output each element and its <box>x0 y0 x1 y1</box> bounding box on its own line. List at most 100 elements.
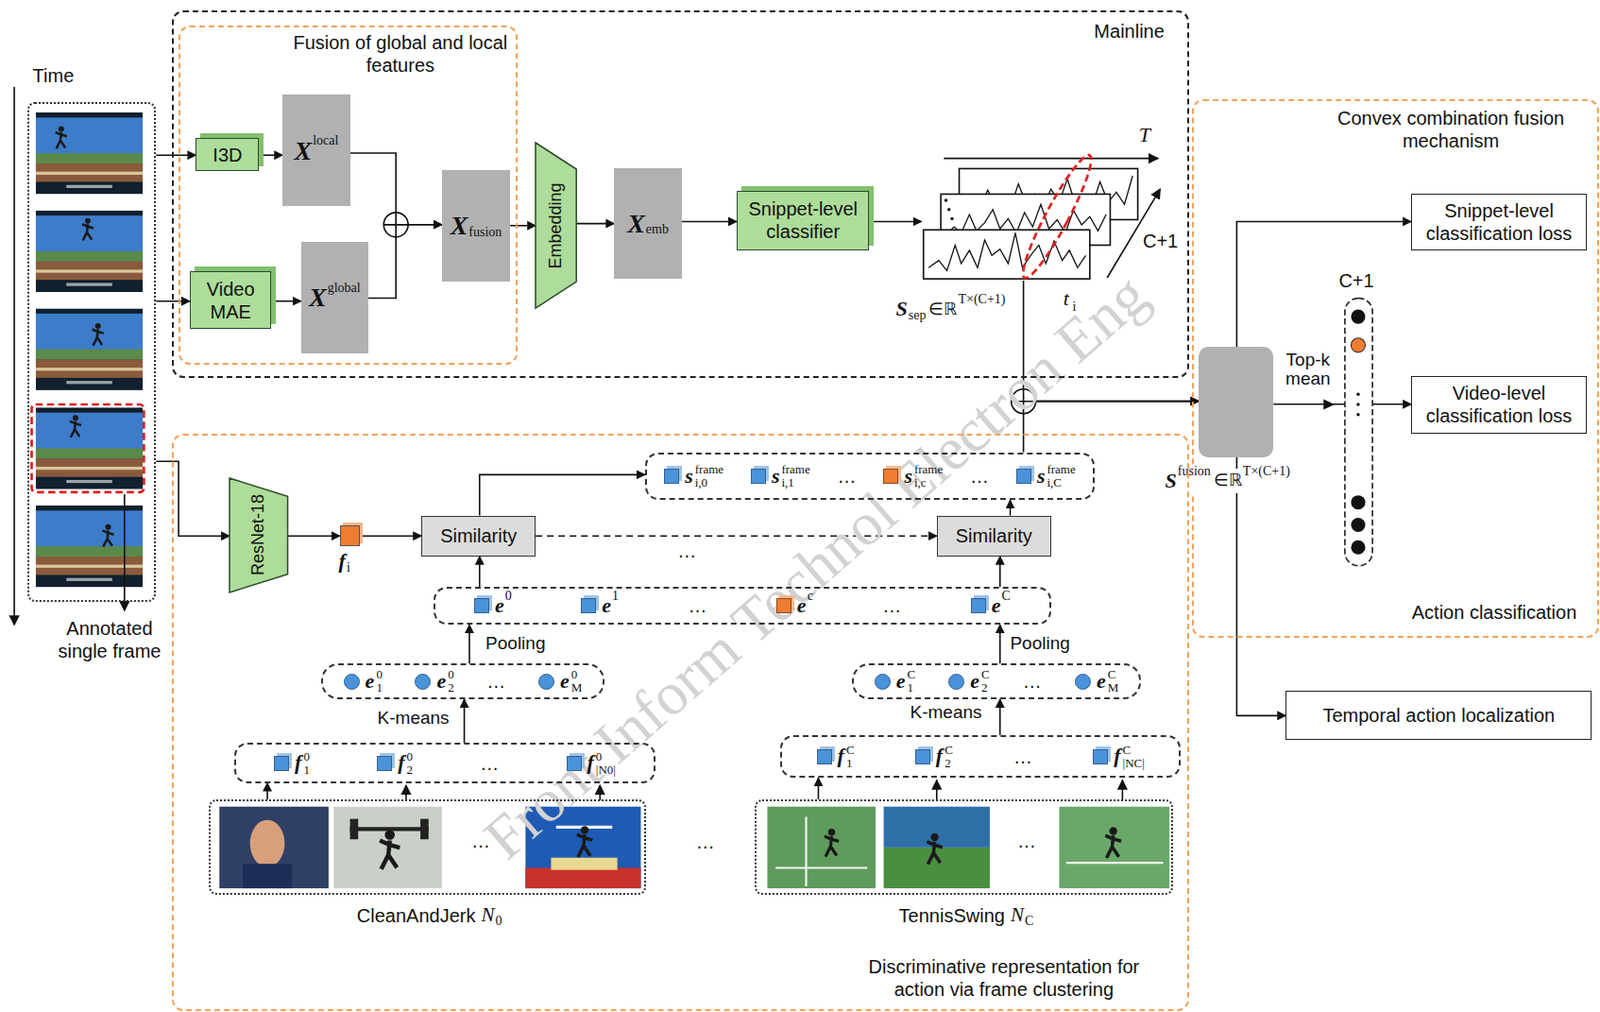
connector <box>1009 499 1012 515</box>
connector <box>359 534 422 537</box>
node-text: sep <box>908 307 927 324</box>
node-text: 1 <box>303 763 310 777</box>
node-text: f <box>294 749 302 775</box>
text-group: Video MAE <box>194 277 267 324</box>
node-text: … <box>1022 669 1042 693</box>
index-stack: framei,C <box>1046 462 1075 489</box>
node-text: 0 <box>303 749 310 764</box>
fusion-mechanism-region: Convex combination fusion mechanismActio… <box>1191 99 1600 638</box>
node-text: S <box>896 296 908 322</box>
feature-square <box>1092 748 1108 765</box>
text-row: Snippet-level classification loss <box>1412 194 1586 249</box>
node-text: … <box>687 594 707 617</box>
feature-square <box>474 597 490 613</box>
node-text: … <box>970 464 989 488</box>
cluster-dot <box>948 673 965 690</box>
illustration-part <box>936 780 938 801</box>
cluster-dot <box>874 673 891 690</box>
node-text: 0 <box>595 749 603 764</box>
node-text: frame <box>914 462 943 477</box>
node-text: … <box>837 464 857 488</box>
text-row: Similarity <box>422 516 535 556</box>
feature-tensor: Xglobal <box>301 241 369 354</box>
index-stack: C2 <box>981 667 990 694</box>
text-group: … <box>1013 745 1033 768</box>
text-row: Xlocal <box>282 94 350 206</box>
feature-square <box>663 468 680 484</box>
node-text: e <box>601 593 612 618</box>
output-box: Temporal action localization <box>1285 690 1592 740</box>
illustration-part <box>1323 399 1335 410</box>
illustration-part <box>102 524 114 547</box>
illustration-part <box>926 833 943 865</box>
node-text: e <box>1096 668 1107 694</box>
mainline-region: MainlineFusion of global and local featu… <box>171 10 1190 378</box>
node-text: s <box>771 463 781 489</box>
prototype-vector: e0e1…ec…eC <box>433 586 1052 625</box>
text-group: Video-level classification loss <box>1415 381 1583 427</box>
illustration-part <box>884 806 990 848</box>
connector <box>155 460 230 536</box>
text-group: Action classification <box>1412 600 1578 624</box>
watermark: Front Inform Technol Electron Eng <box>472 260 1161 871</box>
illustration-part <box>943 157 1158 160</box>
image-set: …CleanAndJerkN0 <box>208 799 646 896</box>
text-group: sframei,1 <box>750 462 811 489</box>
text-group: f01 <box>273 749 310 776</box>
connector <box>368 224 443 299</box>
illustration-part <box>123 493 126 611</box>
text-row: e0e1…ec…eC <box>435 588 1050 623</box>
connector <box>510 224 536 227</box>
text-row: I3D <box>196 138 258 171</box>
feature-square <box>580 597 596 613</box>
feature-square <box>915 748 931 765</box>
clustering-region: Discriminative representation for action… <box>171 433 1190 1010</box>
node-text: 1 <box>846 756 853 770</box>
text-row: … <box>1017 829 1037 852</box>
node-text: f <box>339 548 346 574</box>
index-stack: 02 <box>447 667 455 694</box>
text-group: … <box>970 464 989 488</box>
text-group: fC|NC| <box>1092 743 1145 769</box>
node-text: TennisSwing <box>899 903 1005 927</box>
node-text: Embedding <box>545 182 567 269</box>
node-text: C <box>1107 667 1117 681</box>
video-frames <box>31 112 144 611</box>
node-text: Convex combination fusion mechanism <box>1308 106 1595 153</box>
illustration-part <box>13 86 16 625</box>
node-text: 0 <box>571 667 579 681</box>
node-text: N <box>1010 902 1024 927</box>
illustration-part <box>92 323 104 346</box>
node-text: fusion <box>468 224 502 241</box>
node-text: i,C <box>1046 476 1062 490</box>
connector <box>1236 221 1412 347</box>
node-text: f <box>837 743 845 768</box>
illustration-part <box>923 229 1090 279</box>
class-score-vector <box>1323 298 1373 566</box>
node-text: 2 <box>407 763 414 777</box>
illustration-part <box>379 829 400 869</box>
node-text: C <box>1002 588 1011 605</box>
illustration-part <box>944 198 948 202</box>
connector <box>288 534 341 537</box>
illustration-part <box>1058 806 1170 888</box>
connector <box>1023 401 1200 453</box>
node-text: emb <box>646 221 669 239</box>
node-text: X <box>293 135 312 168</box>
illustration-part <box>250 819 286 868</box>
text-group: eC1 <box>874 667 916 694</box>
embedding-layer: Embedding <box>535 142 577 308</box>
illustration-part <box>35 112 143 194</box>
illustration-part <box>950 217 954 221</box>
illustration-part <box>219 806 329 888</box>
loss-box: Video-level classification loss <box>1411 375 1587 435</box>
text-row: Annotated single frame <box>45 616 173 663</box>
node-text: e <box>896 668 906 694</box>
cluster-centers: e01e02…e0M <box>321 663 604 699</box>
connector <box>478 556 481 587</box>
similarity-box: Similarity <box>421 515 536 557</box>
node-text: ResNet-18 <box>248 493 270 576</box>
text-group: sframei,c <box>883 462 943 489</box>
text-group: Xglobal <box>308 281 361 314</box>
